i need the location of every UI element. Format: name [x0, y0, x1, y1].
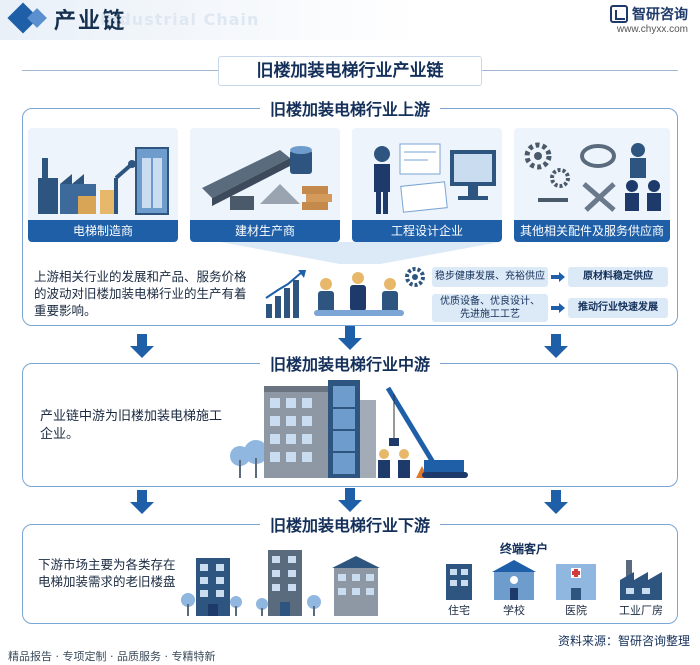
upstream-title: 旧楼加装电梯行业上游	[259, 96, 441, 120]
arrow-down-icon	[544, 334, 568, 358]
page-title: 产业链	[54, 9, 127, 34]
gear-icon	[405, 267, 425, 287]
arrow-down-icon	[544, 490, 568, 514]
arrow-down-icon	[130, 334, 154, 358]
card-label: 工程设计企业	[352, 220, 502, 242]
workers-growth-icon	[265, 270, 404, 318]
brand-logo-icon	[610, 5, 628, 23]
engineering-design-icon	[374, 143, 496, 214]
end-customers-title: 终端客户	[500, 542, 549, 556]
end-customers-icons	[446, 560, 662, 600]
brand-url: www.chyxx.com	[616, 24, 688, 35]
residence-icon	[446, 564, 472, 600]
upstream-card-building-materials: 建材生产商	[190, 128, 340, 242]
top-bar: 产业链 Industrial Chain 智研咨询 www.chyxx.com	[0, 0, 700, 40]
upstream-card-engineering-design: 工程设计企业	[352, 128, 502, 242]
watermark-text: Industrial Chain	[100, 10, 260, 29]
construction-scene-icon	[230, 380, 468, 478]
arrow-right-icon	[551, 272, 565, 282]
customer-label-factory: 工业厂房	[619, 604, 663, 617]
flow-pill-promote-development: 推动行业快速发展	[568, 298, 668, 318]
footer-slogan: 精品报告 · 专项定制 · 品质服务 · 专精特新	[8, 650, 216, 663]
arrow-down-icon	[338, 488, 362, 512]
brand: 智研咨询	[610, 4, 688, 24]
flow-pill-stable-materials: 原材料稳定供应	[568, 267, 668, 287]
customer-label-school: 学校	[503, 604, 525, 617]
flow-pill-text: 优质设备、优良设计、先进施工工艺	[440, 296, 540, 320]
arrow-down-icon	[130, 490, 154, 514]
card-label: 建材生产商	[190, 220, 340, 242]
title-rule-left	[22, 70, 218, 71]
upstream-card-parts-services: 其他相关配件及服务供应商	[514, 128, 670, 242]
upstream-funnel	[220, 242, 500, 264]
arrow-down-icon	[338, 326, 362, 350]
downstream-title: 旧楼加装电梯行业下游	[259, 512, 441, 536]
upstream-description: 上游相关行业的发展和产品、服务价格的波动对旧楼加装电梯行业的生产有着重要影响。	[34, 269, 247, 318]
old-buildings-icon	[181, 550, 380, 616]
arrow-right-icon	[551, 303, 565, 313]
midstream-description: 产业链中游为旧楼加装电梯施工企业。	[40, 409, 223, 442]
upstream-card-elevator-manufacturer: 电梯制造商	[28, 128, 178, 242]
source-note: 资料来源：智研咨询整理	[557, 634, 690, 648]
main-title: 旧楼加装电梯行业产业链	[218, 56, 482, 86]
card-label: 其他相关配件及服务供应商	[514, 220, 670, 242]
midstream-title: 旧楼加装电梯行业中游	[259, 351, 441, 375]
card-label: 电梯制造商	[28, 220, 178, 242]
brand-name: 智研咨询	[632, 7, 688, 23]
parts-services-icon	[524, 142, 661, 212]
downstream-description: 下游市场主要为各类存在电梯加装需求的老旧楼盘	[38, 557, 176, 589]
customer-label-hospital: 医院	[565, 604, 587, 617]
building-materials-icon	[202, 146, 332, 210]
customer-label-residence: 住宅	[448, 604, 470, 617]
flow-pill-steady-supply: 稳步健康发展、充裕供应	[432, 267, 548, 287]
flow-pill-quality-equipment: 优质设备、优良设计、先进施工工艺	[432, 294, 548, 322]
title-rule-right	[482, 70, 678, 71]
factory-icon	[38, 147, 169, 215]
